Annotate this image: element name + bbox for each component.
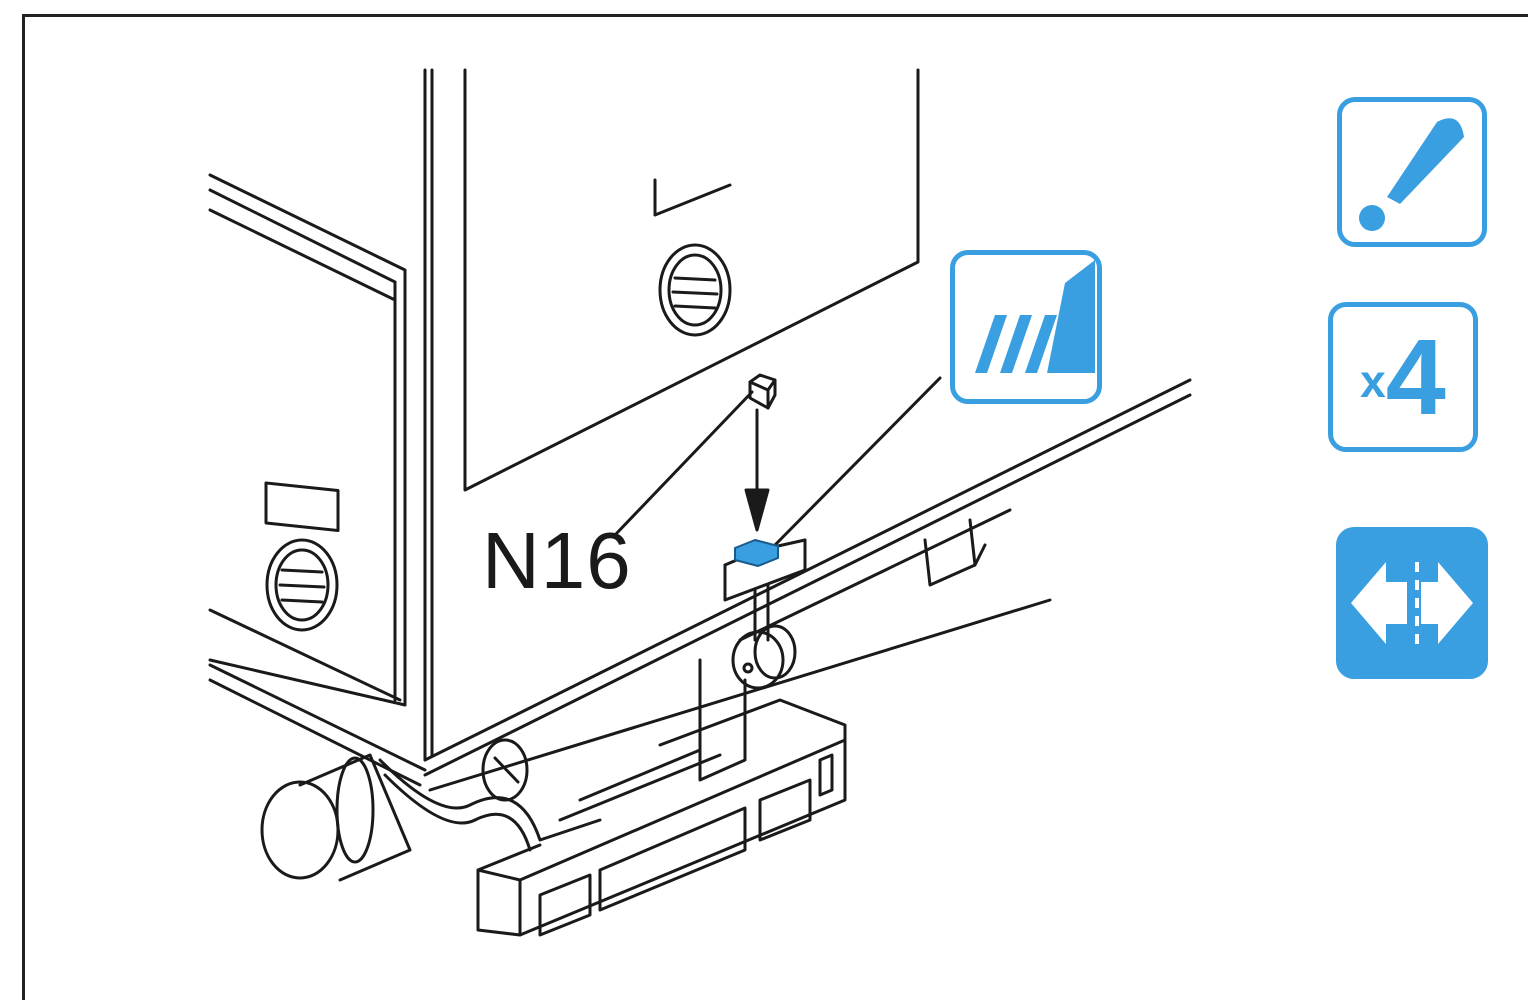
- round-foot: [260, 738, 529, 882]
- front-panel-latch: [658, 243, 732, 337]
- part-n16-clip: [748, 373, 777, 410]
- cable: [378, 758, 602, 852]
- grease-leader-line: [773, 376, 942, 547]
- greased-pad: [734, 539, 779, 567]
- quantity-x4-icon: x 4: [1328, 302, 1478, 452]
- left-cabinet-panel: [208, 173, 407, 707]
- leveling-foot-bracket: [476, 538, 847, 937]
- insertion-arrow: [744, 408, 770, 532]
- cabinet-front: [423, 68, 1192, 777]
- quantity-prefix: x: [1360, 355, 1386, 407]
- oil-can-icon: [1337, 97, 1487, 247]
- grease-application-icon: [950, 250, 1102, 404]
- left-panel-latch: [265, 538, 339, 632]
- diagram-frame: [22, 14, 1528, 1000]
- n16-leader-line: [613, 390, 754, 537]
- quantity-value: 4: [1385, 316, 1446, 437]
- both-sides-icon: [1336, 527, 1488, 679]
- base-frame: [208, 508, 1052, 792]
- part-label-n16: N16: [482, 516, 632, 605]
